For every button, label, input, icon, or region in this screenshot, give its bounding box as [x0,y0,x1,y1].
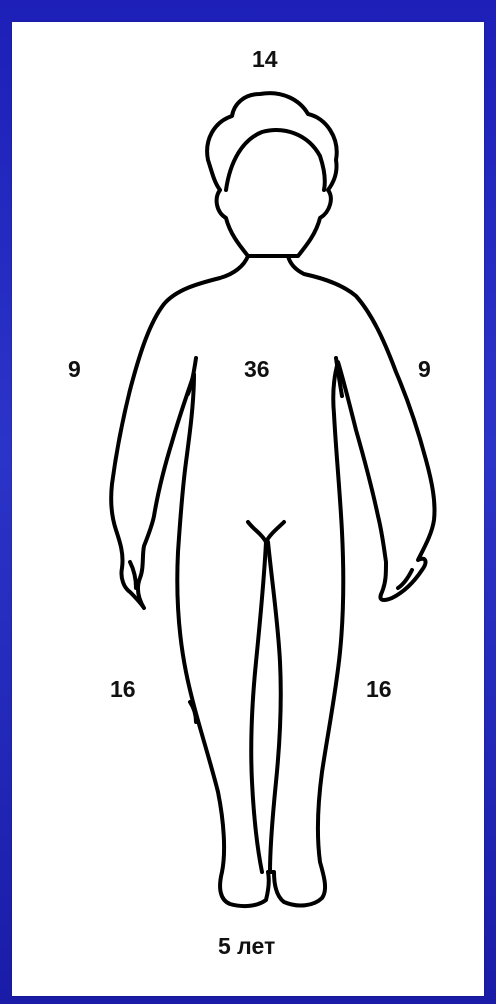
inner-leg-right [268,542,281,872]
crotch-mark [248,522,284,542]
age-caption: 5 лет [218,935,275,958]
child-body-outline [12,22,484,996]
right-arm-percentage-label: 9 [418,358,431,381]
inner-leg-left [251,542,266,872]
hair-line [226,130,325,190]
head-percentage-label: 14 [252,48,278,71]
torso-percentage-label: 36 [244,358,270,381]
left-leg-percentage-label: 16 [110,678,136,701]
right-leg-percentage-label: 16 [366,678,392,701]
diagram-panel: 14 9 36 9 16 16 5 лет [12,22,484,996]
head-outline [207,93,337,256]
hand-left-detail [130,562,136,588]
left-arm-percentage-label: 9 [68,358,81,381]
